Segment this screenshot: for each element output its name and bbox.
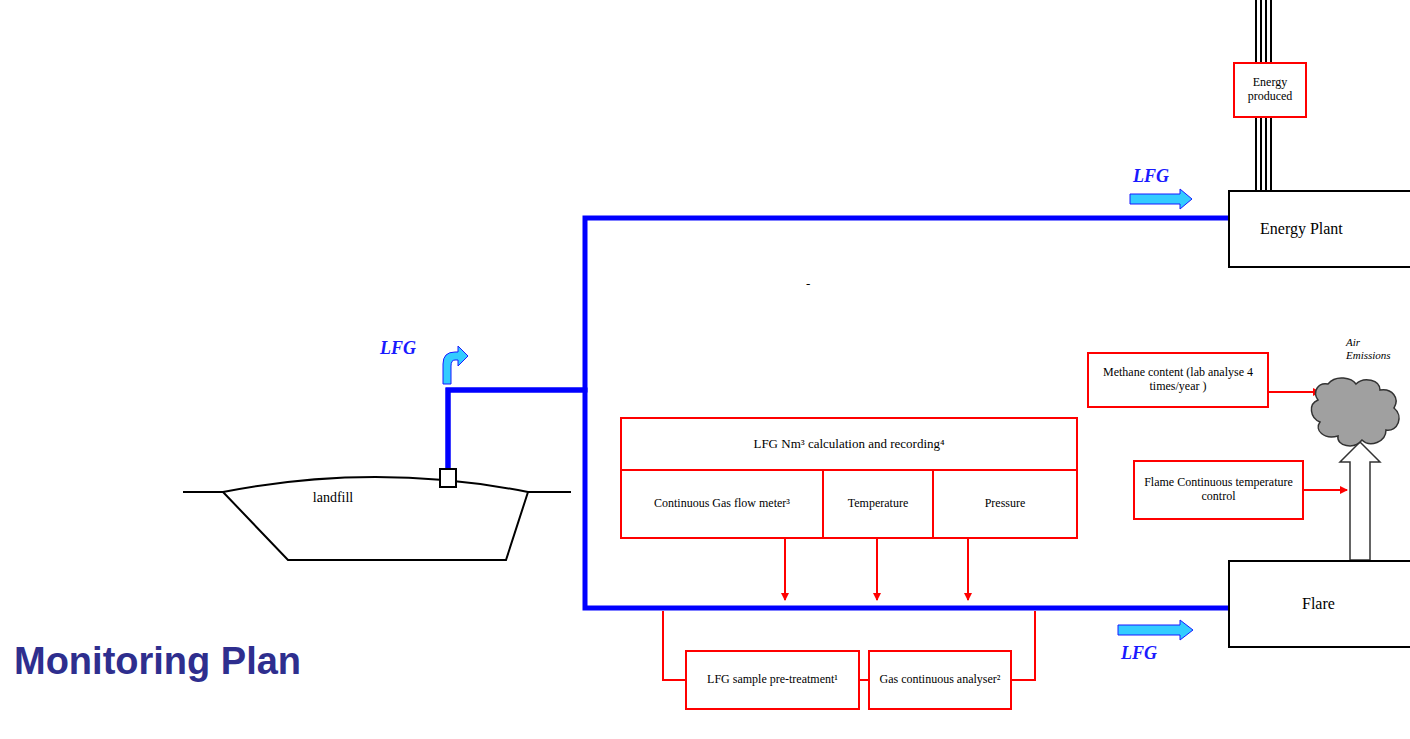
flare-box: Flare [1228,560,1410,648]
sample-link [860,679,868,681]
box-text: Energy produced [1238,76,1302,104]
box-text: Flame Continuous temperature control [1139,476,1298,504]
stray-mark: - [806,276,810,292]
box-text: Gas continuous analyser² [880,673,1001,687]
landfill-mound: landfill [183,468,573,564]
flow-label: LFG [1133,166,1169,187]
cloud-shape [1308,376,1406,450]
sampling-arrow [1269,391,1320,393]
flow-label: LFG [1121,643,1157,664]
calculation-group: LFG Nm³ calculation and recording⁴ Contin… [620,417,1078,539]
landfill-label: landfill [283,490,383,506]
plant-box: Energy Plant [1228,190,1410,268]
cell-text: Continuous Gas flow meter³ [654,497,790,511]
diagram-title: Monitoring Plan [14,640,301,683]
box-text: Methane content (lab analyse 4 times/yea… [1093,366,1263,394]
cloud-label: Air Emissions [1346,336,1404,361]
control-box: Flame Continuous temperature control [1133,460,1304,520]
gas-pipe [448,390,1228,608]
output-box: Energy produced [1233,62,1307,118]
meter-cell: Continuous Gas flow meter³ [622,469,822,537]
group-heading: LFG Nm³ calculation and recording⁴ [622,419,1076,469]
box-text: LFG sample pre-treatment¹ [707,673,838,687]
emission-cloud: Air Emissions [1308,336,1406,452]
box-text: Energy Plant [1260,220,1343,238]
cell-text: Temperature [848,497,908,511]
landfill-shape [183,468,573,564]
flow-label: LFG [380,338,416,359]
flow-arrows [443,189,1193,640]
pretreatment-box: LFG sample pre-treatment¹ [685,650,860,710]
meter-cell: Pressure [932,469,1076,537]
meter-cell: Temperature [822,469,932,537]
box-text: Flare [1302,595,1335,613]
emission-arrow [1340,442,1380,560]
cell-text: Pressure [985,497,1026,511]
group-heading-text: LFG Nm³ calculation and recording⁴ [753,437,944,452]
analyser-box: Gas continuous analyser² [868,650,1012,710]
lab-box: Methane content (lab analyse 4 times/yea… [1087,352,1269,408]
